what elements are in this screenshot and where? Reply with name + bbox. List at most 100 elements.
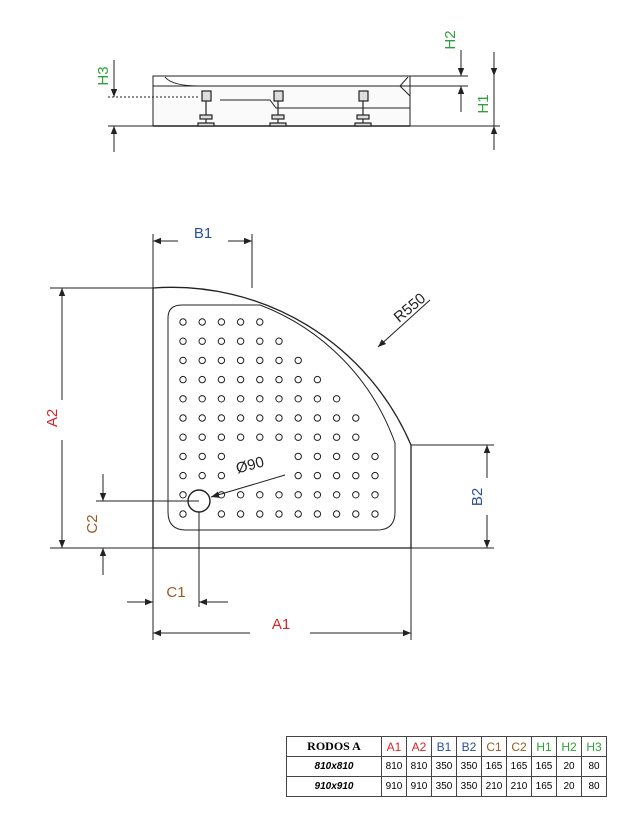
row-value: 210 — [481, 776, 507, 797]
anti-slip-dot — [236, 318, 245, 326]
anti-slip-dot — [217, 510, 226, 518]
anti-slip-dot — [198, 452, 206, 461]
header-h2: H2 — [556, 736, 582, 757]
anti-slip-dot — [275, 337, 283, 345]
tray-basin-curve — [164, 76, 409, 87]
header-a1: A1 — [381, 736, 407, 757]
anti-slip-dot — [256, 395, 264, 403]
anti-slip-dot — [294, 433, 302, 441]
anti-slip-dot — [294, 375, 302, 384]
row-value: 810 — [406, 756, 432, 777]
header-h1: H1 — [531, 736, 557, 757]
anti-slip-dot — [217, 433, 226, 441]
anti-slip-dot — [179, 491, 187, 499]
anti-slip-dot — [217, 395, 226, 403]
anti-slip-dot — [198, 318, 206, 326]
anti-slip-dot — [294, 356, 302, 365]
anti-slip-dot — [313, 452, 322, 461]
anti-slip-dot — [352, 471, 360, 480]
row-value: 350 — [456, 776, 482, 797]
anti-slip-dot — [179, 433, 187, 441]
anti-slip-dot — [332, 395, 341, 403]
row-size: 910x910 — [286, 776, 382, 797]
row-value: 20 — [556, 776, 582, 797]
anti-slip-dot — [352, 452, 360, 461]
tray-outline — [152, 286, 412, 549]
anti-slip-dot — [179, 471, 187, 480]
anti-slip-dot — [198, 375, 206, 384]
anti-slip-dot — [275, 414, 283, 422]
row-value: 910 — [406, 776, 432, 797]
table-row: 810x810 810 810 350 350 165 165 165 20 8… — [286, 756, 607, 777]
anti-slip-dot — [332, 471, 341, 480]
side-dimensions — [108, 50, 500, 152]
label-h1: H1 — [475, 94, 492, 113]
anti-slip-dots — [179, 318, 379, 518]
anti-slip-dot — [332, 510, 341, 518]
row-value: 80 — [581, 756, 607, 777]
header-c2: C2 — [506, 736, 532, 757]
anti-slip-dot — [332, 414, 341, 422]
anti-slip-dot — [217, 337, 226, 345]
anti-slip-dot — [313, 375, 322, 384]
anti-slip-dot — [352, 433, 360, 441]
header-c1: C1 — [481, 736, 507, 757]
anti-slip-dot — [179, 318, 187, 326]
anti-slip-dot — [313, 510, 322, 518]
label-c1: C1 — [166, 584, 185, 601]
anti-slip-dot — [294, 414, 302, 422]
anti-slip-dot — [179, 375, 187, 384]
spec-table: RODOS A A1 A2 B1 B2 C1 C2 H1 H2 H3 810x8… — [286, 736, 607, 797]
model-name: RODOS A — [286, 736, 382, 757]
foot-left — [197, 90, 215, 127]
anti-slip-dot — [236, 414, 245, 422]
label-b1: B1 — [194, 225, 212, 242]
anti-slip-dot — [256, 318, 264, 326]
tray-side-profile — [152, 75, 411, 87]
anti-slip-dot — [256, 375, 264, 384]
anti-slip-dot — [198, 395, 206, 403]
radius-leader — [377, 299, 431, 348]
anti-slip-dot — [294, 471, 302, 480]
feet — [197, 90, 372, 127]
label-a1: A1 — [272, 616, 290, 633]
label-h3: H3 — [95, 66, 112, 85]
label-b2: B2 — [469, 488, 486, 506]
anti-slip-dot — [236, 433, 245, 441]
anti-slip-dot — [179, 452, 187, 461]
anti-slip-dot — [352, 491, 360, 499]
label-a2: A2 — [44, 409, 61, 427]
anti-slip-dot — [275, 356, 283, 365]
row-value: 350 — [456, 756, 482, 777]
table-row: 910x910 910 910 350 350 210 210 165 20 8… — [286, 776, 607, 797]
plan-dimensions — [50, 234, 494, 640]
anti-slip-dot — [256, 491, 264, 499]
foot-middle — [269, 90, 287, 127]
anti-slip-dot — [256, 433, 264, 441]
anti-slip-dot — [256, 414, 264, 422]
anti-slip-dot — [275, 395, 283, 403]
anti-slip-dot — [179, 395, 187, 403]
row-value: 810 — [381, 756, 407, 777]
anti-slip-dot — [256, 337, 264, 345]
anti-slip-dot — [256, 510, 264, 518]
row-value: 80 — [581, 776, 607, 797]
basin-inner — [167, 304, 396, 531]
header-b2: B2 — [456, 736, 482, 757]
anti-slip-dot — [256, 356, 264, 365]
row-value: 20 — [556, 756, 582, 777]
anti-slip-dot — [236, 337, 245, 345]
plan-view — [152, 286, 412, 549]
anti-slip-dot — [198, 414, 206, 422]
anti-slip-dot — [313, 395, 322, 403]
anti-slip-dot — [275, 491, 283, 499]
row-value: 350 — [431, 776, 457, 797]
spec-header-row: RODOS A A1 A2 B1 B2 C1 C2 H1 H2 H3 — [286, 736, 607, 757]
row-value: 165 — [531, 756, 557, 777]
anti-slip-dot — [275, 510, 283, 518]
label-drain-diameter: Ø90 — [234, 454, 266, 478]
anti-slip-dot — [198, 356, 206, 365]
label-radius: R550 — [391, 290, 429, 326]
anti-slip-dot — [275, 375, 283, 384]
